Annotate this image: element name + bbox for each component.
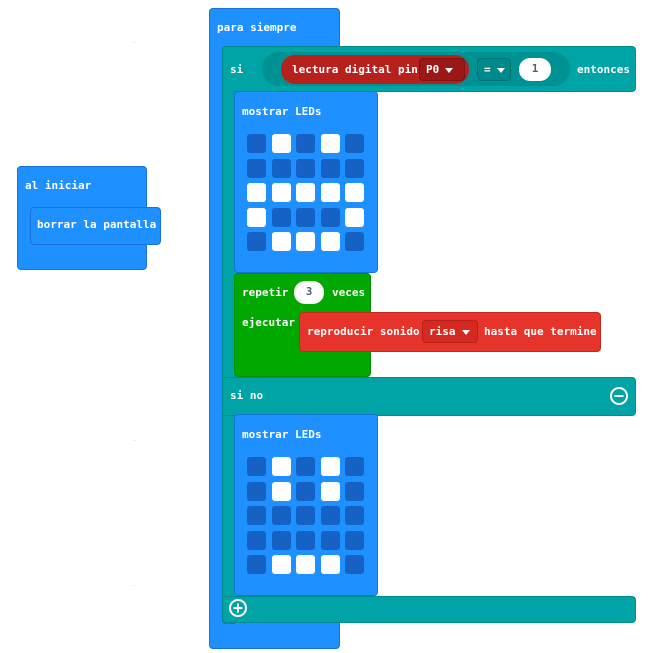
led-r3-c1[interactable] [271,207,291,227]
workspace-dot [134,585,135,586]
pin-value: P0 [426,63,440,76]
led-r2-c0[interactable] [247,506,266,525]
led-r3-c2[interactable] [296,207,315,227]
led-r1-c2[interactable] [296,158,315,178]
operator-dropdown[interactable]: = [477,58,511,81]
led-r1-c0[interactable] [247,158,266,178]
led-r2-c3[interactable] [320,506,340,525]
led-r0-c1[interactable] [271,134,291,153]
if-arm [222,46,235,624]
led-r3-c4[interactable] [345,530,364,550]
plus-circle-icon[interactable] [228,598,248,618]
chevron-down-icon [445,67,454,73]
led-r4-c0[interactable] [247,555,266,574]
forever-label: para siempre [217,21,297,34]
minus-circle-icon[interactable] [609,386,629,406]
led-r2-c2[interactable] [296,506,315,525]
led-r2-c1[interactable] [271,183,291,202]
led-r3-c3[interactable] [320,207,340,227]
repeat-label: repetir [242,286,289,299]
sound-dropdown[interactable]: risa [422,320,478,343]
led-r3-c3[interactable] [320,530,340,550]
operator-value: = [484,63,491,76]
led-r4-c2[interactable] [296,555,315,574]
if-footer [222,596,636,623]
workspace-dot [134,42,135,43]
led-r3-c4[interactable] [345,207,364,227]
led-r4-c0[interactable] [247,232,266,251]
led-r4-c4[interactable] [345,555,364,574]
until-label: hasta que termine [484,325,597,338]
repeat-times-input[interactable]: 3 [294,281,324,304]
led-r1-c3[interactable] [320,481,340,501]
on-start-label: al iniciar [25,179,92,192]
times-label: veces [332,286,366,299]
led-r4-c2[interactable] [296,232,315,251]
led-r3-c2[interactable] [296,530,315,550]
show-leds-label-1: mostrar LEDs [242,105,322,118]
play-sound-label: reproducir sonido [307,325,420,338]
show-leds-label-2: mostrar LEDs [242,428,322,441]
led-r3-c0[interactable] [247,530,266,550]
if-label: si [230,63,244,76]
led-r4-c3[interactable] [320,555,340,574]
led-r0-c3[interactable] [320,457,340,476]
led-r2-c1[interactable] [271,506,291,525]
do-label: ejecutar [242,316,295,329]
pin-dropdown[interactable]: P0 [419,58,465,81]
sound-value: risa [429,325,456,338]
clear-screen-block[interactable] [30,207,161,245]
workspace-dot [134,440,135,441]
led-r0-c0[interactable] [247,457,266,476]
led-r0-c1[interactable] [271,457,291,476]
led-r2-c4[interactable] [345,506,364,525]
led-r2-c0[interactable] [247,183,266,202]
led-r4-c4[interactable] [345,232,364,251]
led-r2-c2[interactable] [296,183,315,202]
compare-value-input[interactable]: 1 [519,58,551,81]
led-r1-c0[interactable] [247,481,266,501]
led-r3-c0[interactable] [247,207,266,227]
led-r1-c2[interactable] [296,481,315,501]
clear-screen-label: borrar la pantalla [37,218,157,231]
led-r2-c3[interactable] [320,183,340,202]
led-r1-c1[interactable] [271,158,291,178]
led-r4-c1[interactable] [271,555,291,574]
led-r1-c4[interactable] [345,158,364,178]
led-r0-c0[interactable] [247,134,266,153]
led-r3-c1[interactable] [271,530,291,550]
else-label: si no [230,389,264,402]
led-r0-c4[interactable] [345,457,364,476]
led-r2-c4[interactable] [345,183,364,202]
led-r0-c3[interactable] [320,134,340,153]
led-r0-c4[interactable] [345,134,364,153]
chevron-down-icon [461,329,470,335]
led-r1-c1[interactable] [271,481,291,501]
else-header[interactable] [222,377,636,416]
led-r0-c2[interactable] [296,134,315,153]
led-r1-c3[interactable] [320,158,340,178]
chevron-down-icon [496,67,505,73]
led-r4-c3[interactable] [320,232,340,251]
digital-read-label: lectura digital pin [292,63,418,76]
then-label: entonces [577,63,630,76]
led-r4-c1[interactable] [271,232,291,251]
led-r0-c2[interactable] [296,457,315,476]
led-r1-c4[interactable] [345,481,364,501]
